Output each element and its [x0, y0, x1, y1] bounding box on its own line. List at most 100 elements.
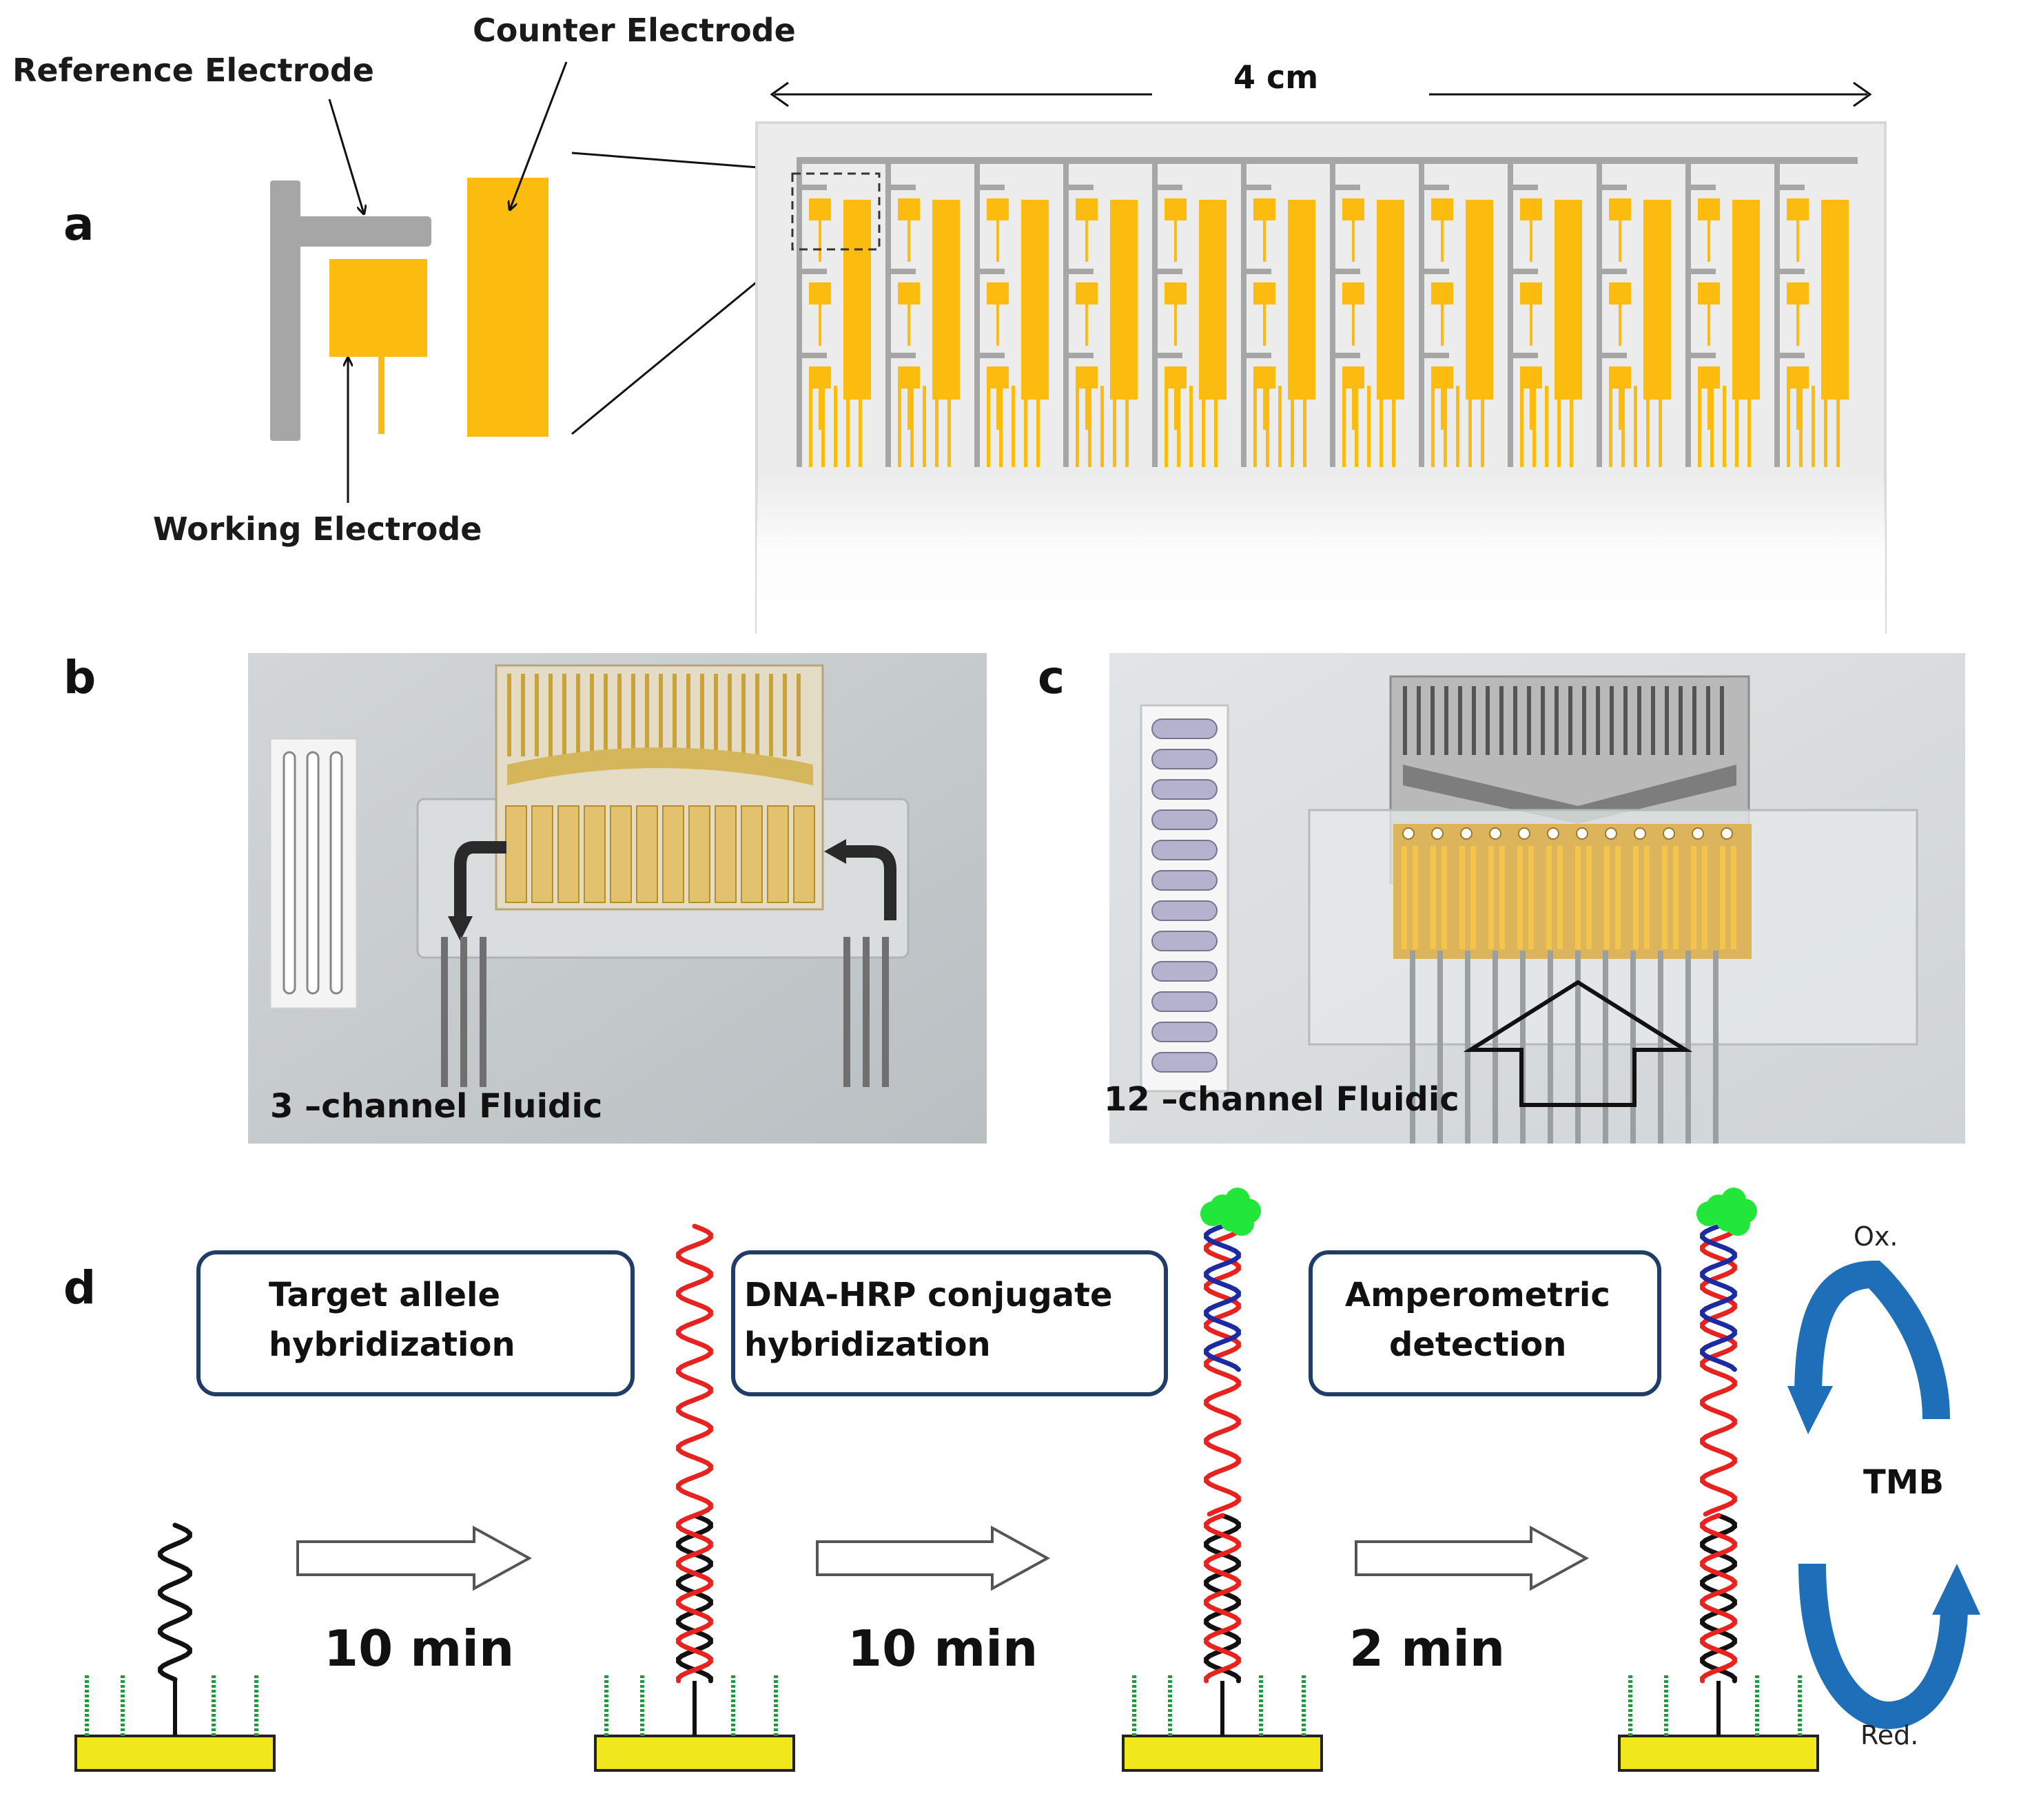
chip-working-lead	[1174, 389, 1177, 430]
tube-c	[1437, 951, 1443, 1144]
electrode-surface	[594, 1735, 795, 1772]
pill-channel	[1151, 931, 1218, 951]
chip-lead-trace	[1468, 386, 1472, 467]
target-strand	[1700, 1513, 1737, 1684]
chip-working-lead	[1707, 389, 1710, 430]
tube-c	[1713, 951, 1719, 1144]
chip-working-pad	[1165, 366, 1187, 389]
chip-lead-trace	[947, 386, 951, 467]
chip-b-lead	[755, 674, 759, 756]
chip-lead-trace	[1355, 386, 1358, 467]
chip-working-lead	[907, 220, 910, 262]
chip-c-lead	[1513, 686, 1517, 755]
chip-lead-trace	[834, 386, 837, 467]
chip-b-cell	[610, 805, 632, 903]
chip-c-lead	[1458, 686, 1462, 755]
reference-pointer	[328, 99, 364, 214]
chip-ref-arm	[797, 269, 827, 274]
chip-ref-line	[1508, 157, 1513, 467]
redox-cycle: Ox. TMB Red.	[1787, 1221, 1980, 1750]
chip-b-cell	[715, 805, 737, 903]
chip-c-lead	[1417, 686, 1421, 755]
chip-c-lead	[1486, 686, 1490, 755]
chip-ref-arm	[1597, 353, 1627, 358]
chip-lead-trace	[846, 386, 850, 467]
chip-working-lead	[1530, 220, 1532, 262]
chip-c-electrode	[1673, 846, 1679, 949]
chip-lead-trace	[1812, 386, 1815, 467]
chip-ref-arm	[885, 185, 916, 190]
chip-c-lead	[1679, 686, 1683, 755]
channel-2	[306, 751, 320, 995]
chip-c-lead	[1623, 686, 1628, 755]
chip-b-lead	[604, 674, 608, 756]
counter-pointer	[510, 61, 568, 209]
chip-working-pad	[987, 198, 1009, 220]
chip-lead-trace	[1444, 386, 1447, 467]
step-3-line-2: detection	[1389, 1325, 1566, 1364]
electrode-surface	[1122, 1735, 1323, 1772]
chip-working-lead	[907, 304, 910, 346]
working-electrode-lead	[378, 357, 384, 434]
chip-c-lead	[1472, 686, 1476, 755]
chip-c-lead	[1499, 686, 1504, 755]
chip-b-cell	[557, 805, 579, 903]
chip-c-electrode	[1633, 846, 1639, 949]
panel-b: b 3 –channel Fluidic	[63, 651, 987, 1144]
chip-lead-trace	[1113, 386, 1116, 467]
chip-ref-arm	[1063, 353, 1094, 358]
chip-c-electrode	[1499, 846, 1505, 949]
probe-strand	[1204, 1513, 1241, 1684]
chip-c-lead	[1692, 686, 1696, 755]
chip-c-electrode	[1402, 846, 1407, 949]
chip-lead-trace	[1036, 386, 1040, 467]
dimension-label: 4 cm	[1233, 59, 1318, 96]
chip-b-cell	[584, 805, 606, 903]
chip-c-electrode	[1720, 846, 1725, 949]
chip-ref-arm	[1241, 269, 1271, 274]
chip-ref-arm	[1152, 269, 1182, 274]
target-strand	[1700, 1217, 1737, 1517]
chip-working-pad	[1609, 198, 1631, 220]
chip-b-lead	[631, 674, 635, 756]
tmb-label: TMB	[1863, 1463, 1944, 1502]
chip-lead-trace	[1621, 386, 1625, 467]
chip-ref-arm	[1063, 269, 1094, 274]
chip-b-lead	[797, 674, 801, 756]
redox-arrow-top-head	[1787, 1386, 1833, 1434]
chip-counter-pad	[1377, 200, 1404, 400]
chip-lead-trace	[1723, 386, 1726, 467]
chip-lead-trace	[1698, 386, 1701, 467]
chip-working-pad	[1165, 282, 1187, 304]
pill-channel	[1151, 809, 1218, 830]
chip-working-lead	[996, 389, 999, 430]
chip-ref-line	[797, 157, 802, 467]
chip-c-electrode	[1615, 846, 1621, 949]
chip-lead-trace	[1012, 386, 1015, 467]
chip-counter-pad	[1021, 200, 1049, 400]
chip-lead-trace	[1520, 386, 1524, 467]
chip-b-lead	[686, 674, 690, 756]
step-box-1	[196, 1250, 635, 1396]
chip-c-lead	[1665, 686, 1669, 755]
chip-b-lead	[700, 674, 704, 756]
chip-c-electrode	[1604, 846, 1610, 949]
working-electrode-label: Working Electrode	[153, 510, 482, 548]
chip-working-pad	[898, 198, 920, 220]
chip-counter-pad	[1110, 200, 1138, 400]
chip-working-pad	[987, 366, 1009, 389]
chip-c-electrode	[1546, 846, 1552, 949]
hrp-enzyme	[1200, 1201, 1225, 1226]
reference-electrode-label: Reference Electrode	[12, 52, 374, 89]
chip-b-cell	[505, 805, 527, 903]
chip-c-electrode	[1528, 846, 1534, 949]
chip-working-lead	[1441, 304, 1444, 346]
chip-c-lead	[1444, 686, 1448, 755]
chip-counter-pad	[932, 200, 960, 400]
chip-c-electrode	[1575, 846, 1581, 949]
step-2-time: 10 min	[848, 1620, 1038, 1677]
hrp-enzyme	[1696, 1201, 1721, 1226]
chip-working-pad	[1342, 198, 1364, 220]
chip-ref-arm	[1330, 269, 1360, 274]
